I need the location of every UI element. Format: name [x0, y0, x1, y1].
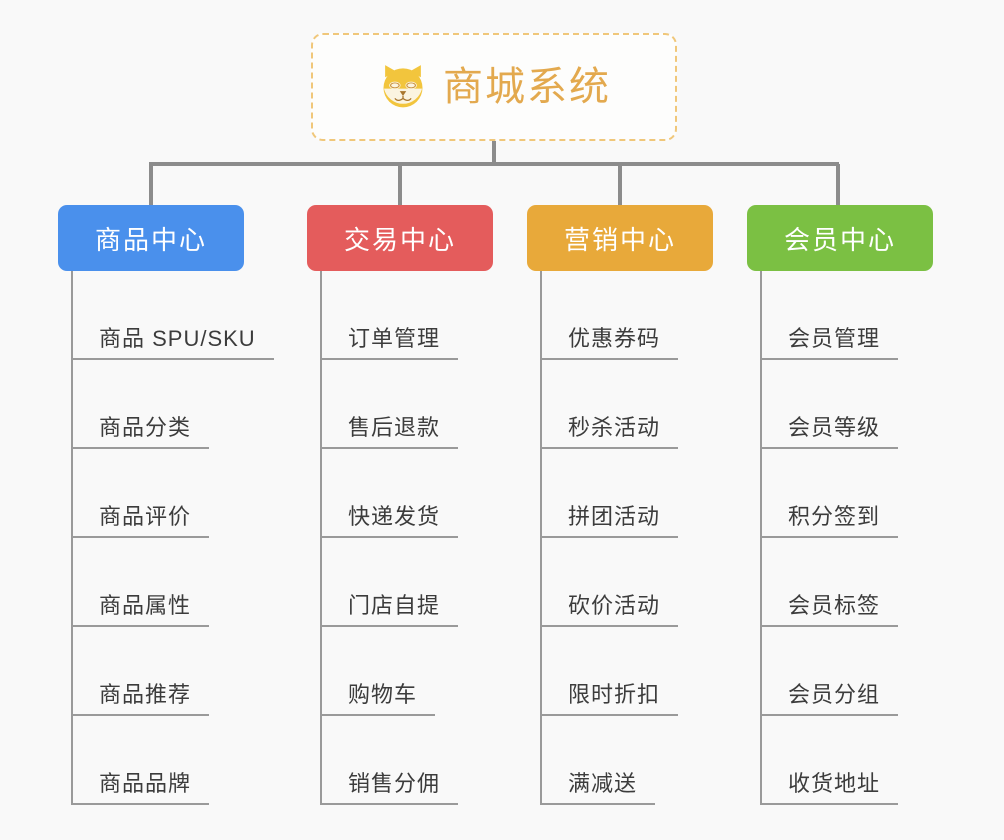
- leaf-item-label: 积分签到: [760, 504, 899, 538]
- leaf-item[interactable]: 砍价活动: [527, 538, 713, 627]
- leaf-item[interactable]: 会员分组: [747, 627, 933, 716]
- leaf-item-label: 售后退款: [320, 415, 459, 449]
- shiba-dog-face-icon: [383, 65, 423, 108]
- leaf-item[interactable]: 会员管理: [747, 271, 933, 360]
- branch-column: 营销中心优惠券码秒杀活动拼团活动砍价活动限时折扣满减送: [527, 205, 713, 805]
- leaf-item[interactable]: 拼团活动: [527, 449, 713, 538]
- leaf-item[interactable]: 商品推荐: [58, 627, 244, 716]
- leaf-item[interactable]: 订单管理: [307, 271, 493, 360]
- leaf-item[interactable]: 售后退款: [307, 360, 493, 449]
- leaf-item[interactable]: 商品分类: [58, 360, 244, 449]
- root-node[interactable]: 商城系统: [311, 33, 677, 141]
- leaf-item-label: 商品品牌: [71, 771, 210, 805]
- branch-header[interactable]: 商品中心: [58, 205, 244, 271]
- root-title: 商城系统: [443, 65, 611, 109]
- leaf-item-label: 商品 SPU/SKU: [71, 326, 274, 360]
- leaf-item-label: 收货地址: [760, 771, 899, 805]
- leaf-item-label: 商品分类: [71, 415, 210, 449]
- branch-trunk-line: [760, 271, 762, 805]
- leaf-item-label: 销售分佣: [320, 771, 459, 805]
- leaf-item[interactable]: 购物车: [307, 627, 493, 716]
- leaf-item-label: 限时折扣: [540, 682, 679, 716]
- leaf-item-label: 订单管理: [320, 326, 459, 360]
- branch-trunk-line: [71, 271, 73, 805]
- branch-header[interactable]: 营销中心: [527, 205, 713, 271]
- leaf-item[interactable]: 商品品牌: [58, 716, 244, 805]
- leaf-item-label: 秒杀活动: [540, 415, 679, 449]
- branch-items: 优惠券码秒杀活动拼团活动砍价活动限时折扣满减送: [527, 271, 713, 805]
- branch-trunk-line: [320, 271, 322, 805]
- leaf-item-label: 商品评价: [71, 504, 210, 538]
- leaf-item[interactable]: 会员标签: [747, 538, 933, 627]
- leaf-item-label: 满减送: [540, 771, 656, 805]
- leaf-item-label: 门店自提: [320, 593, 459, 627]
- leaf-item-label: 会员管理: [760, 326, 899, 360]
- branch-trunk-line: [540, 271, 542, 805]
- leaf-item[interactable]: 秒杀活动: [527, 360, 713, 449]
- leaf-item[interactable]: 优惠券码: [527, 271, 713, 360]
- branch-column: 会员中心会员管理会员等级积分签到会员标签会员分组收货地址: [747, 205, 933, 805]
- branch-header[interactable]: 会员中心: [747, 205, 933, 271]
- leaf-item-label: 购物车: [320, 682, 436, 716]
- leaf-item[interactable]: 销售分佣: [307, 716, 493, 805]
- leaf-item-label: 会员等级: [760, 415, 899, 449]
- branch-items: 商品 SPU/SKU 商品分类商品评价商品属性商品推荐商品品牌: [58, 271, 274, 805]
- leaf-item[interactable]: 商品属性: [58, 538, 244, 627]
- branch-items: 订单管理售后退款快递发货门店自提购物车销售分佣: [307, 271, 493, 805]
- branch-column: 商品中心商品 SPU/SKU 商品分类商品评价商品属性商品推荐商品品牌: [58, 205, 274, 805]
- leaf-item-label: 优惠券码: [540, 326, 679, 360]
- leaf-item-label: 快递发货: [320, 504, 459, 538]
- leaf-item-label: 拼团活动: [540, 504, 679, 538]
- leaf-item[interactable]: 积分签到: [747, 449, 933, 538]
- leaf-item-label: 会员标签: [760, 593, 899, 627]
- leaf-item[interactable]: 收货地址: [747, 716, 933, 805]
- leaf-item-label: 会员分组: [760, 682, 899, 716]
- leaf-item-label: 商品推荐: [71, 682, 210, 716]
- leaf-item[interactable]: 限时折扣: [527, 627, 713, 716]
- leaf-item[interactable]: 商品 SPU/SKU: [58, 271, 274, 360]
- leaf-item[interactable]: 门店自提: [307, 538, 493, 627]
- leaf-item[interactable]: 满减送: [527, 716, 713, 805]
- branch-items: 会员管理会员等级积分签到会员标签会员分组收货地址: [747, 271, 933, 805]
- leaf-item[interactable]: 会员等级: [747, 360, 933, 449]
- leaf-item-label: 商品属性: [71, 593, 210, 627]
- leaf-item[interactable]: 商品评价: [58, 449, 244, 538]
- leaf-item-label: 砍价活动: [540, 593, 679, 627]
- branch-column: 交易中心订单管理售后退款快递发货门店自提购物车销售分佣: [307, 205, 493, 805]
- branch-header[interactable]: 交易中心: [307, 205, 493, 271]
- leaf-item[interactable]: 快递发货: [307, 449, 493, 538]
